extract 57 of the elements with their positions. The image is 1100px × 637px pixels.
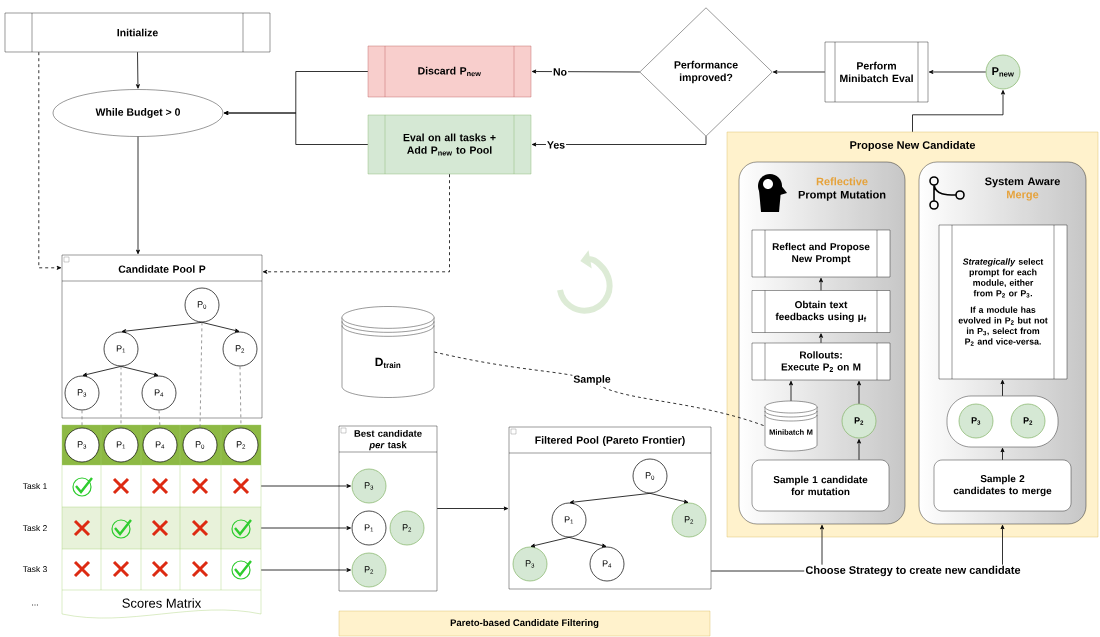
- edge-label: Yes: [545, 140, 567, 150]
- arrow: [262, 173, 450, 274]
- arrow: [1000, 379, 1005, 397]
- arrow: [136, 136, 140, 255]
- arrow: [819, 333, 823, 344]
- arrow: [912, 90, 1005, 133]
- arrow: [928, 70, 987, 74]
- arrow: [82, 365, 122, 377]
- arrow: [568, 536, 607, 548]
- row-label: ...: [32, 604, 38, 606]
- arrow: [569, 492, 651, 505]
- arrow: [121, 321, 203, 334]
- connector-line: [120, 365, 122, 429]
- arrow: [1000, 447, 1005, 461]
- process-box: Reflect and Propose New Prompt: [751, 229, 891, 278]
- section-banner: Pareto-based Candidate Filtering: [338, 610, 711, 637]
- process-box: Perform Minibatch Eval: [824, 41, 929, 103]
- row-label: Task 3: [22, 565, 47, 573]
- process-box: Eval on all tasks + Add P$_{new}$ to Pool: [367, 114, 532, 175]
- arrow: [223, 111, 369, 145]
- node-label: Scores Matrix: [122, 598, 202, 608]
- arrow: [260, 526, 351, 530]
- connector-line: [710, 570, 805, 572]
- arrow: [530, 536, 570, 548]
- connector-line: [433, 351, 766, 427]
- row-label: Task 2: [22, 524, 47, 532]
- arrow: [772, 70, 826, 74]
- process-box: Obtain text feedbacks using μ$_{f}$: [751, 290, 891, 333]
- rounded-box: Sample 1 candidate for mutation: [751, 459, 890, 512]
- row-label: Task 1: [22, 482, 47, 490]
- arrow: [120, 365, 159, 377]
- connector-line: [199, 321, 203, 429]
- strategy-text: Choose Strategy to create new candidate: [804, 564, 1022, 578]
- process-box: Initialize: [4, 12, 271, 53]
- arrow: [260, 484, 351, 488]
- edge-label: Sample: [572, 374, 612, 386]
- arrow: [857, 439, 861, 461]
- edge-label: No: [552, 67, 568, 77]
- process-box: Discard P$_{new}$: [367, 45, 532, 98]
- process-box: Strategically select prompt for each module, either from P$_{2}$ or P$_{3}$. If a module has evolved in P$_{2}$ but not in P$_{3}$, select from P$_{2}$ and vice-versa.: [938, 224, 1068, 380]
- arrow: [531, 135, 707, 147]
- arrow: [819, 277, 823, 291]
- rounded-box: Sample 2 candidates to merge: [933, 459, 1072, 512]
- arrow: [436, 506, 509, 511]
- process-box: Rollouts: Execute P$_{2}$ on M: [751, 342, 891, 381]
- arrow: [201, 321, 240, 333]
- arrow: [820, 524, 824, 566]
- arrow: [531, 69, 641, 74]
- connector-line: [239, 365, 242, 429]
- arrow: [857, 380, 861, 405]
- arrow: [38, 51, 62, 270]
- arrow: [135, 51, 140, 89]
- arrow: [260, 568, 351, 572]
- arrow: [649, 492, 689, 504]
- arrow: [789, 380, 793, 402]
- database-cylinder: D$_{train}$: [341, 306, 435, 398]
- arrow: [1000, 524, 1005, 566]
